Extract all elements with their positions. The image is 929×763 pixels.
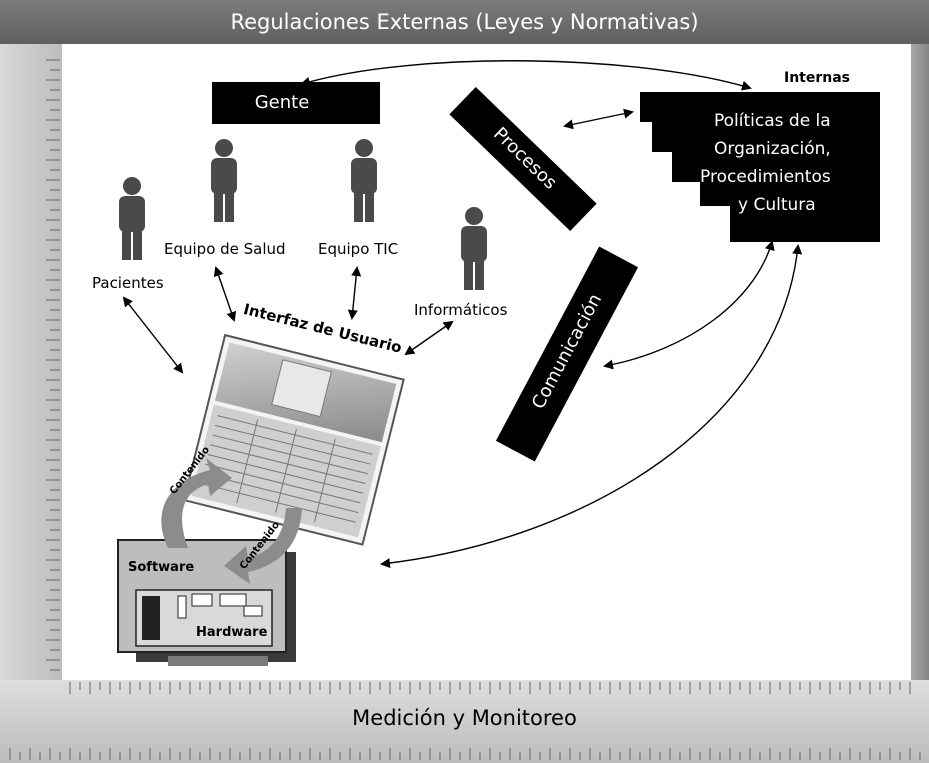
content-up-arrow bbox=[161, 458, 232, 548]
internal-line-4: y Cultura bbox=[738, 195, 816, 215]
processes-bar bbox=[449, 86, 597, 232]
hardware-label: Hardware bbox=[196, 625, 268, 640]
external-regulations-bar: Regulaciones Externas (Leyes y Normativa… bbox=[0, 0, 929, 44]
left-ruler bbox=[0, 44, 64, 684]
arrow-procesos-internas bbox=[563, 108, 634, 130]
left-ruler-ticks bbox=[46, 59, 60, 671]
software-label: Software bbox=[128, 560, 195, 575]
external-regulations-title: Regulaciones Externas (Leyes y Normativa… bbox=[230, 10, 699, 34]
measurement-monitoring-label: Medición y Monitoreo bbox=[352, 706, 577, 730]
arrow-tic-ui bbox=[347, 266, 362, 320]
internal-heading: Internas bbox=[784, 70, 851, 86]
people-heading: Gente bbox=[254, 92, 310, 113]
arrow-informaticos-ui bbox=[404, 320, 454, 356]
arrow-sistema-internas bbox=[380, 244, 803, 569]
right-edge bbox=[911, 44, 929, 684]
health-team-person-icon bbox=[211, 139, 237, 222]
informatics-label: Informáticos bbox=[414, 301, 508, 319]
ict-team-label: Equipo TIC bbox=[318, 240, 399, 258]
internal-policies-box bbox=[640, 92, 880, 242]
user-interface-screen bbox=[182, 333, 405, 546]
patients-label: Pacientes bbox=[92, 274, 164, 292]
bottom-ruler-ticks bbox=[9, 682, 921, 760]
content-down-arrow bbox=[224, 508, 302, 584]
internal-line-3: Procedimientos bbox=[700, 167, 831, 187]
arrow-comunicacion-internas bbox=[603, 240, 775, 370]
informatics-person-icon bbox=[461, 207, 487, 290]
ict-team-person-icon bbox=[351, 139, 377, 222]
arrow-pacientes-ui bbox=[122, 296, 184, 374]
internal-line-1: Políticas de la bbox=[714, 111, 831, 131]
people-box: Gente bbox=[212, 82, 380, 124]
arrow-gente-internas bbox=[300, 60, 752, 91]
internal-line-2: Organización, bbox=[714, 139, 831, 159]
arrow-salud-ui bbox=[213, 266, 237, 322]
patient-person-icon bbox=[119, 177, 145, 260]
health-team-label: Equipo de Salud bbox=[164, 240, 286, 258]
bottom-ruler bbox=[0, 680, 929, 763]
